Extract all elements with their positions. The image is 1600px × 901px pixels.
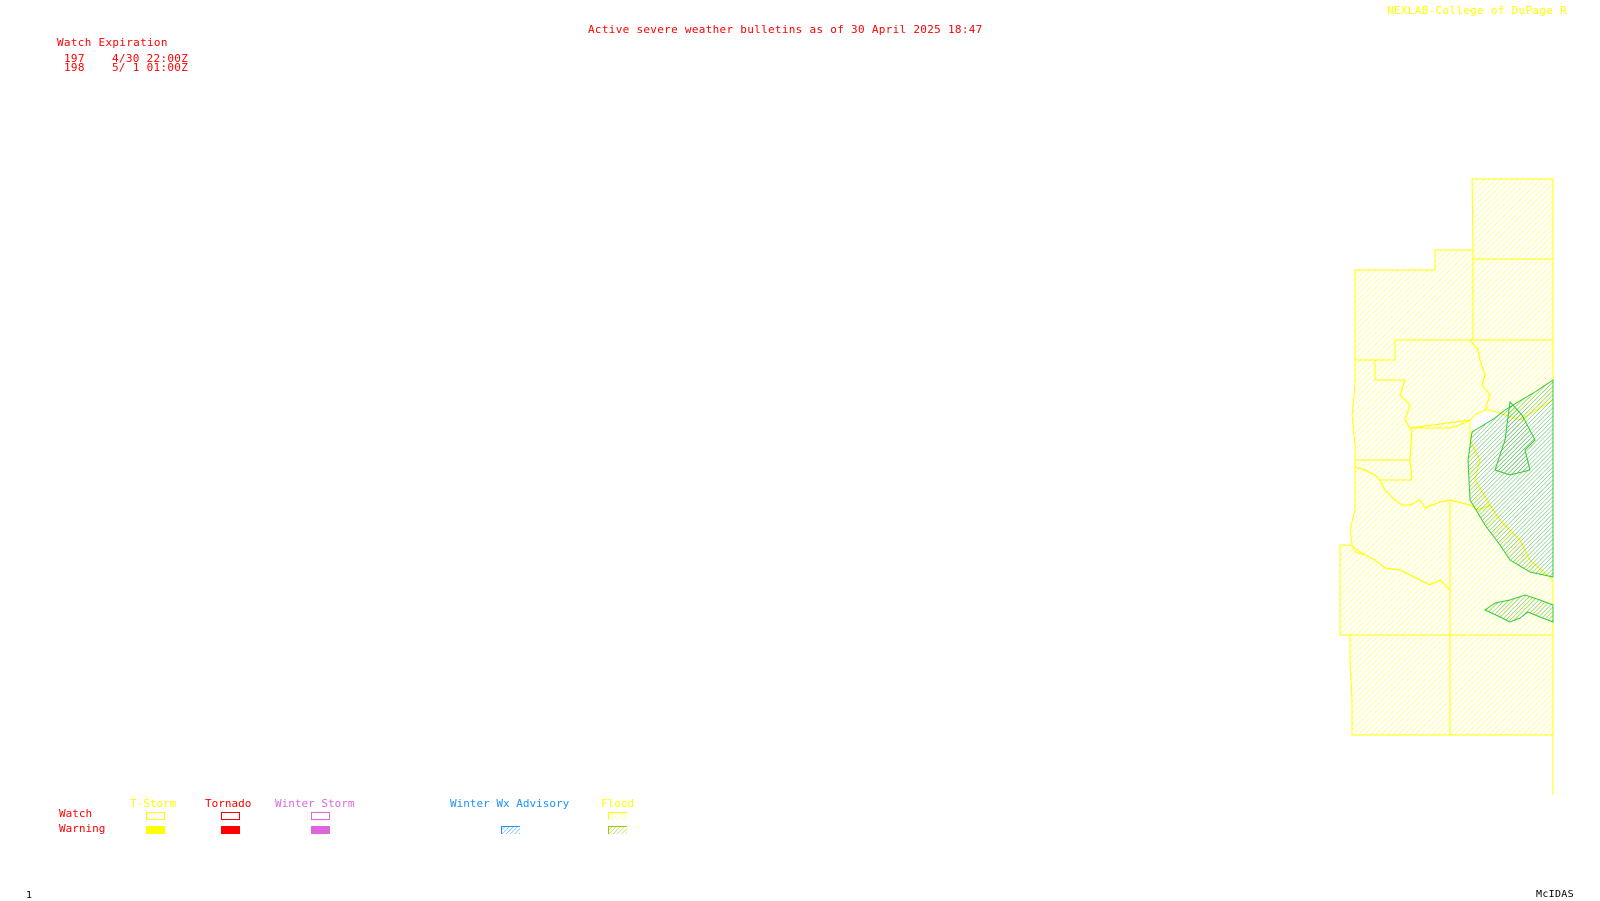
software-label: McIDAS [1536,889,1574,900]
county-polygon [1472,258,1554,341]
county-polygon [1349,634,1451,736]
legend-tornado-label: Tornado [205,797,252,810]
flood-polygon [1494,400,1536,476]
watch-row-id: 198 [64,61,85,74]
legend-flood-watch-swatch [608,812,627,820]
legend-flood-label: Flood [601,797,635,810]
flood-warning-areas [1467,379,1554,623]
legend-winter-storm-watch-swatch [311,812,330,820]
watch-area-counties [1339,178,1554,736]
flood-polygon [1484,594,1554,623]
legend-winter-advisory-swatch [501,826,520,834]
legend-flood-warning-swatch [608,826,627,834]
legend-tstorm-warning-swatch [146,826,165,834]
county-polygon [1449,634,1554,736]
legend-tstorm-watch-swatch [146,812,165,820]
bulletin-title: Active severe weather bulletins as of 30… [588,23,983,36]
legend-warning-label: Warning [59,822,106,835]
legend-tornado-warning-swatch [221,826,240,834]
legend-winter-storm-label: Winter Storm [275,797,355,810]
watch-row-expires: 5/ 1 01:00Z [112,61,189,74]
flood-polygon [1467,379,1554,578]
county-polygon [1471,178,1554,260]
watch-table-heading: Watch Expiration [57,36,168,49]
frame-number: 1 [26,890,33,901]
legend-watch-label: Watch [59,807,93,820]
watch-row-expires: 4/30 22:00Z [112,52,189,65]
credit-label: NEXLAB-College of DuPage R [1387,4,1567,17]
legend-winter-advisory-label: Winter Wx Advisory [450,797,570,810]
legend-winter-storm-warning-swatch [311,826,330,834]
legend-tstorm-label: T-Storm [130,797,177,810]
legend-tornado-watch-swatch [221,812,240,820]
watch-row-id: 197 [64,52,85,65]
